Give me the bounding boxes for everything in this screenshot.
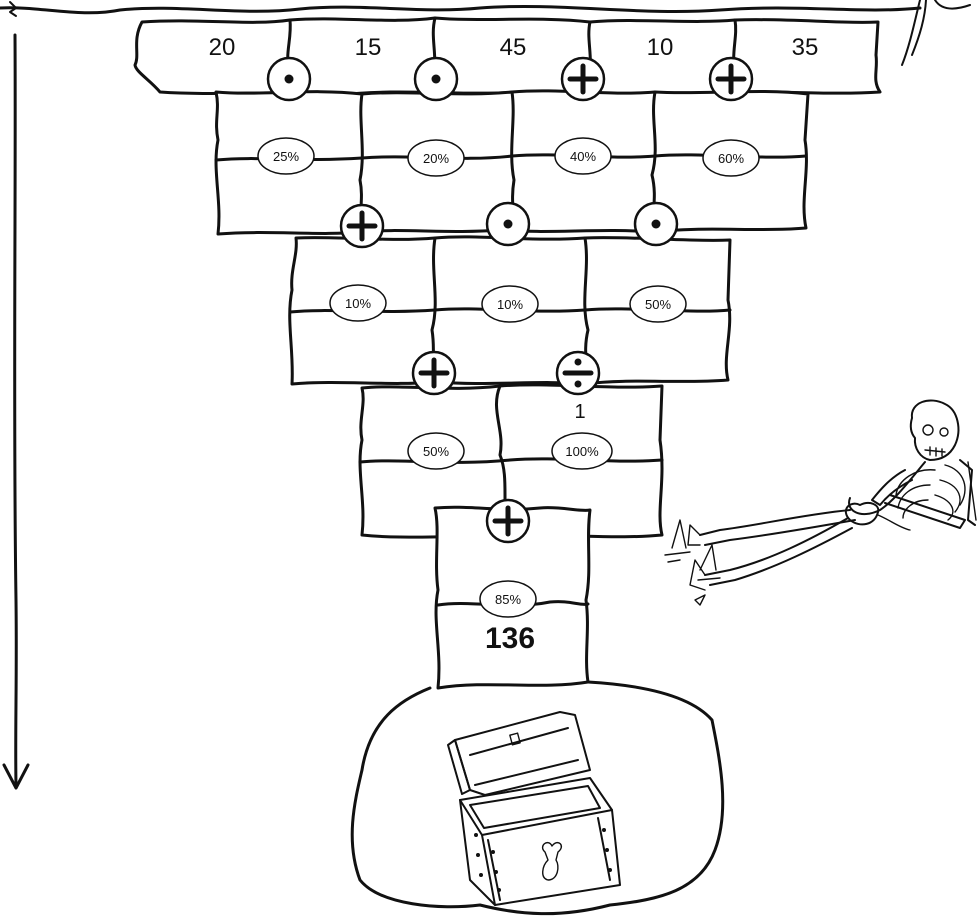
down-arrow-icon <box>4 35 28 788</box>
row-top-numbers: 20 15 45 10 35 <box>135 18 880 95</box>
plus-icon <box>413 352 455 394</box>
top-number-4: 10 <box>647 34 674 61</box>
treasure-chest-icon <box>352 682 723 914</box>
svg-text:60%: 60% <box>718 151 744 166</box>
svg-text:50%: 50% <box>645 297 671 312</box>
plus-icon <box>341 205 383 247</box>
multiply-dot-icon <box>487 203 529 245</box>
top-number-2: 15 <box>355 34 382 61</box>
pct-oval-r3-2: 100% <box>552 433 612 469</box>
svg-text:25%: 25% <box>273 149 299 164</box>
top-number-5: 35 <box>792 34 819 61</box>
plus-icon <box>487 500 529 542</box>
top-number-3: 45 <box>500 34 527 61</box>
final-result: 136 <box>485 622 535 655</box>
svg-text:50%: 50% <box>423 444 449 459</box>
svg-text:20%: 20% <box>423 151 449 166</box>
svg-text:10%: 10% <box>345 296 371 311</box>
pct-oval-r1-1: 25% <box>258 138 314 174</box>
pct-oval-r1-4: 60% <box>703 140 759 176</box>
multiply-dot-icon <box>415 58 457 100</box>
plus-icon <box>562 58 604 100</box>
svg-text:100%: 100% <box>565 444 599 459</box>
multiply-dot-icon <box>268 58 310 100</box>
svg-text:10%: 10% <box>497 297 523 312</box>
pct-oval-r1-2: 20% <box>408 140 464 176</box>
divide-hint: 1 <box>574 401 585 423</box>
svg-text:85%: 85% <box>495 592 521 607</box>
multiply-dot-icon <box>635 203 677 245</box>
pct-oval-r2-2: 10% <box>482 286 538 322</box>
divide-icon <box>557 352 599 394</box>
top-number-1: 20 <box>209 34 236 61</box>
pct-oval-r2-3: 50% <box>630 286 686 322</box>
top-edge-line <box>0 6 920 12</box>
pct-oval-r3-1: 50% <box>408 433 464 469</box>
pct-oval-r1-3: 40% <box>555 138 611 174</box>
pct-oval-final: 85% <box>480 581 536 617</box>
svg-text:40%: 40% <box>570 149 596 164</box>
skeleton-icon <box>665 400 976 605</box>
plus-icon <box>710 58 752 100</box>
pct-oval-r2-1: 10% <box>330 285 386 321</box>
